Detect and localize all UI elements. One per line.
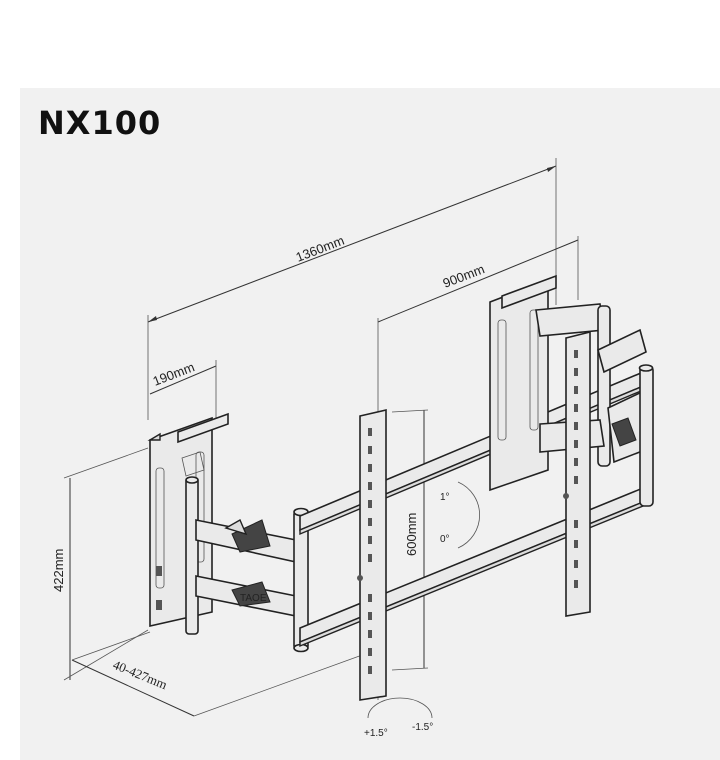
tilt-neutral-label: 0° (440, 534, 450, 545)
tv-rail-lower (299, 484, 649, 648)
dimension-height: 422mm (51, 447, 149, 681)
left-arm-upper (195, 519, 297, 563)
height-label: 422mm (51, 549, 66, 592)
model-title: NX100 (38, 104, 162, 142)
arm-end-pole-right (638, 364, 654, 507)
left-pivot-pole (181, 451, 205, 635)
tv-bracket-left (357, 408, 387, 701)
dimension-extension: 40-427mm (71, 631, 377, 717)
tilt-up-label: 1° (440, 492, 450, 503)
level-plus-label: +1.5° (364, 728, 388, 739)
dimension-wall-plate-width: 190mm (149, 359, 217, 420)
tv-bracket-right (563, 330, 591, 617)
wall-plate-rear (489, 274, 611, 492)
brand-mark-lower: TAOE (240, 593, 267, 604)
extension-label: 40-427mm (111, 657, 170, 692)
level-minus-label: -1.5° (412, 722, 433, 733)
overall-width-label: 1360mm (294, 233, 347, 265)
arm-end-pole-left (293, 507, 309, 653)
left-arm-lower: TAOE (195, 575, 297, 617)
level-indicator: +1.5° -1.5° (364, 697, 433, 739)
vesa-height-label: 600mm (404, 513, 419, 556)
dimension-vesa-height: 600mm (391, 409, 429, 671)
right-arm-upper (597, 328, 647, 374)
tilt-indicator: 1° 0° (440, 481, 480, 549)
